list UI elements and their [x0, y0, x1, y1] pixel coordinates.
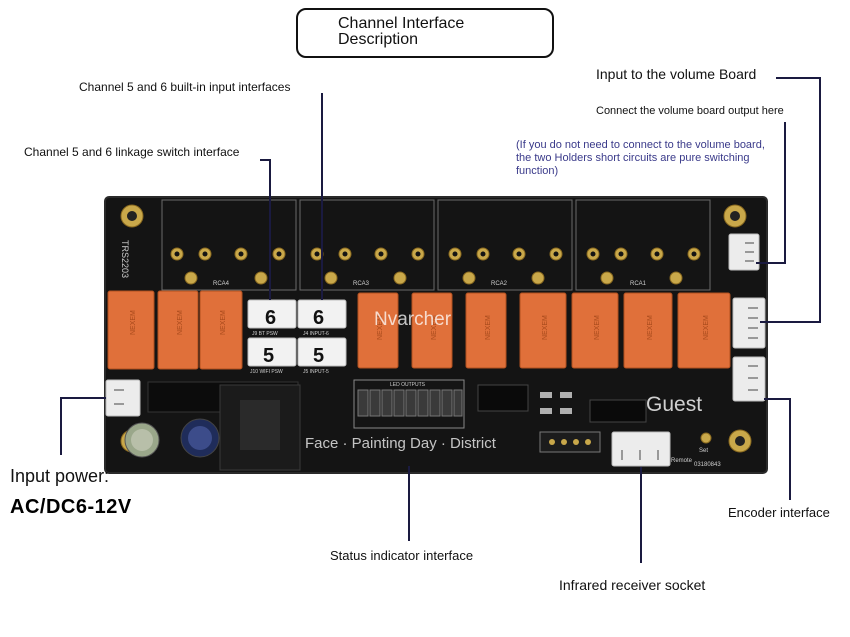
rca-label-3: RCA3	[353, 281, 370, 287]
rca-label-4: RCA4	[213, 281, 230, 287]
header-label: J4 INPUT-6	[303, 331, 329, 337]
ir-connector	[611, 431, 671, 467]
label-connect-volume: Connect the volume board output here	[596, 105, 784, 117]
label-power-spec: AC/DC6-12V	[10, 496, 132, 518]
label-encoder: Encoder interface	[728, 505, 830, 520]
header-number: 6	[265, 307, 276, 329]
annotation-lines	[60, 77, 821, 563]
header-number: 5	[263, 345, 274, 367]
set-label: Set	[699, 448, 708, 454]
relays	[107, 290, 731, 370]
label-builtin-inputs: Channel 5 and 6 built-in input interface…	[79, 80, 291, 94]
relay-brand: NEXEM	[431, 315, 438, 340]
label-linkage-switch: Channel 5 and 6 linkage switch interface	[24, 145, 240, 159]
power-connector	[105, 379, 141, 417]
label-input-power: Input power:	[10, 466, 110, 486]
led-outputs-label: LED OUTPUTS	[390, 382, 426, 388]
header-number: 6	[313, 307, 324, 329]
relay-brand: NEXEM	[220, 310, 227, 335]
watermark-top: Nvarcher	[374, 309, 452, 330]
relay-brand: NEXEM	[377, 315, 384, 340]
ic-chip	[477, 384, 529, 412]
watermark-right: Guest	[646, 393, 702, 416]
relay-brand: NEXEM	[703, 315, 710, 340]
rca-label-2: RCA2	[491, 281, 508, 287]
serial-label: 03180843	[694, 462, 721, 468]
header-label: J10 WIFI PSW	[250, 369, 283, 375]
label-volume-board: Input to the volume Board	[596, 66, 757, 82]
header-label: J5 INPUT-5	[303, 369, 329, 375]
relay-brand: NEXEM	[542, 315, 549, 340]
rca-panels	[161, 199, 711, 291]
label-status: Status indicator interface	[330, 548, 474, 563]
led-outputs-block	[353, 379, 465, 429]
rca-label-1: RCA1	[630, 281, 647, 287]
header-number: 5	[313, 345, 324, 367]
board-model: TRS2203	[120, 240, 130, 278]
remote-label: Remote	[671, 458, 693, 464]
relay-brand: NEXEM	[647, 315, 654, 340]
relay-brand: NEXEM	[130, 310, 137, 335]
relay-brand: NEXEM	[594, 315, 601, 340]
relay-brand: NEXEM	[177, 310, 184, 335]
page-title: Channel Interface Description	[338, 15, 465, 48]
relay-brand: NEXEM	[485, 315, 492, 340]
header-label: J9 BT PSW	[252, 331, 278, 337]
title-box: Channel Interface Description	[296, 8, 554, 58]
label-note: (If you do not need to connect to the vo…	[516, 139, 765, 177]
status-header	[539, 431, 601, 453]
set-button	[700, 432, 712, 444]
label-infrared: Infrared receiver socket	[559, 577, 706, 593]
ic-chip	[589, 399, 647, 423]
watermark-bottom: Face · Painting Day · District	[305, 435, 497, 452]
input-headers	[247, 299, 347, 367]
